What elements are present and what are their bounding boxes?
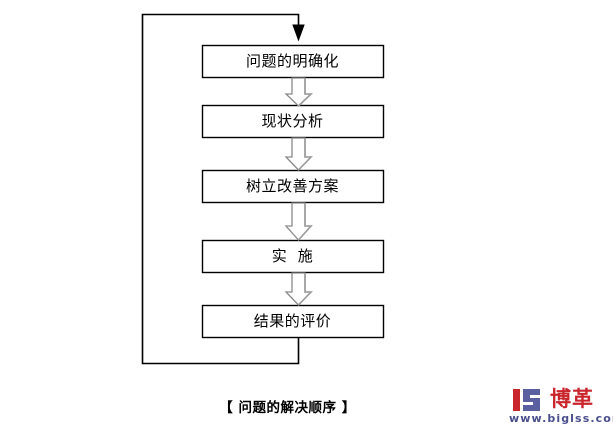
block-arrow-2-icon [284,137,313,171]
process-box-2 [201,104,385,139]
process-box-5 [201,304,385,339]
block-arrow-1-icon [284,77,313,107]
feedback-loop-path [141,13,305,365]
process-box-5-label: 结果的评价 [253,312,332,330]
process-box-1 [201,44,385,79]
biglss-logo-icon [512,388,548,412]
diagram-caption: 【 问题的解决顺序 】 [219,400,356,416]
brand-name: 博革 [550,387,594,411]
brand-logo: 博革 www.biglss.com [508,386,613,430]
process-box-3-label: 树立改善方案 [245,177,339,195]
process-box-1-label: 问题的明确化 [245,52,339,70]
feedback-arrowhead-icon [292,24,305,42]
process-box-4-label: 实 施 [271,247,314,265]
brand-url: www.biglss.com [509,412,613,425]
process-box-2-label: 现状分析 [261,112,324,130]
block-arrow-3-icon [284,202,313,241]
block-arrow-4-icon [284,272,313,306]
process-box-3 [201,169,385,204]
flowchart-graphic [141,13,385,365]
